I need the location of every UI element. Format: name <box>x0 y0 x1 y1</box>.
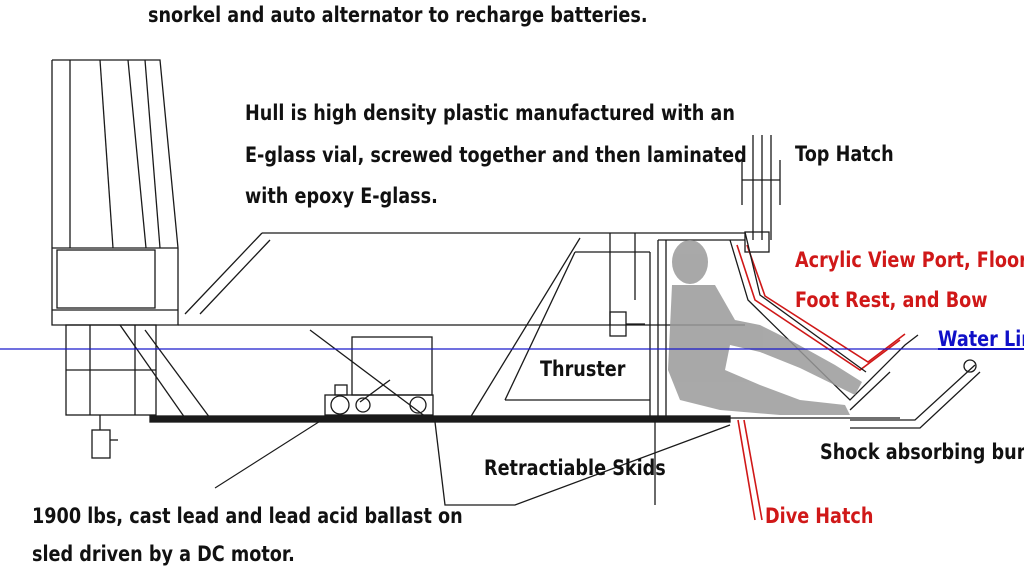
shock-bumper-label: Shock absorbing bumper <box>820 440 1024 464</box>
hull-note-line-1: Hull is high density plastic manufacture… <box>245 101 735 125</box>
water-line-label: Water Line <box>938 327 1024 351</box>
acrylic-label-line-2: Foot Rest, and Bow <box>795 288 988 312</box>
ballast-label-line-1: 1900 lbs, cast lead and lead acid ballas… <box>32 504 463 528</box>
ballast-sled <box>324 336 434 416</box>
leader-lines <box>214 417 326 489</box>
thruster-label: Thruster <box>540 357 626 381</box>
ballast-label-line-2: sled driven by a DC motor. <box>32 542 295 566</box>
bumper <box>850 359 981 429</box>
hull <box>119 232 900 506</box>
skids-label: Retractiable Skids <box>484 456 666 480</box>
hull-note-line-2: E-glass vial, screwed together and then … <box>245 143 747 167</box>
hull-bow-outline <box>729 231 919 411</box>
top-hatch <box>741 135 781 253</box>
acrylic-viewport <box>736 244 906 521</box>
snorkel-tower <box>51 59 179 459</box>
hull-note-line-3: with epoxy E-glass. <box>245 184 438 208</box>
top-hatch-label: Top Hatch <box>795 142 894 166</box>
seated-figure <box>668 240 862 415</box>
dive-hatch-label: Dive Hatch <box>765 504 874 528</box>
acrylic-label-line-1: Acrylic View Port, Floor, <box>795 248 1024 272</box>
top-note: snorkel and auto alternator to recharge … <box>148 3 648 27</box>
